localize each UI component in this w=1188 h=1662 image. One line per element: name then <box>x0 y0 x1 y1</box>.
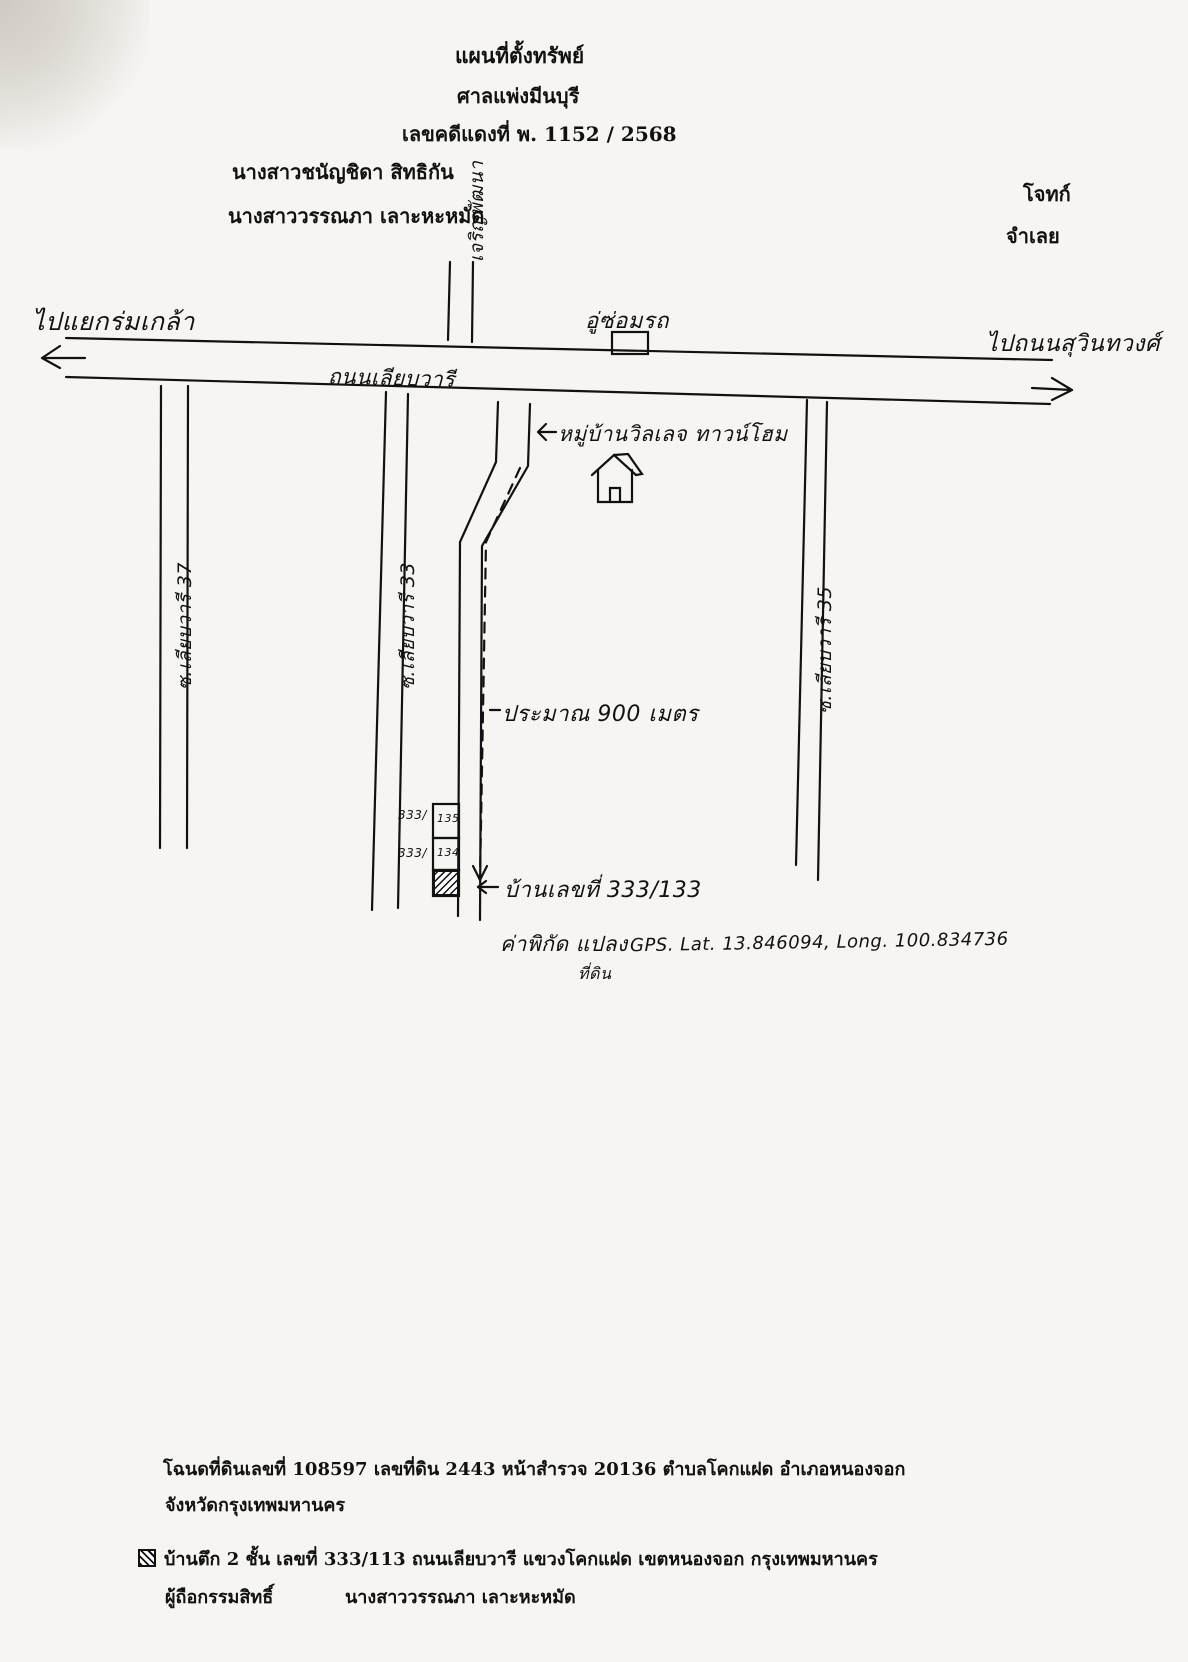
unit-135-prefix: 333/ <box>398 808 427 822</box>
label-village: หมู่บ้านวิลเลจ ทาวน์โฮม <box>558 422 788 446</box>
court-name: ศาลแพ่งมีนบุรี <box>457 84 580 108</box>
defendant-name: นางสาววรรณภา เลาะหะหมัด <box>228 204 485 228</box>
unit-134-number: 134 <box>437 846 460 859</box>
arrow-left-icon <box>40 344 87 370</box>
unit-135-number: 135 <box>437 812 460 825</box>
defendant-role: จำเลย <box>1006 224 1060 248</box>
owner-name: นางสาววรรณภา เลาะหะหมัด <box>345 1587 576 1608</box>
house-icon <box>590 452 644 504</box>
label-distance: ประมาณ 900 เมตร <box>502 702 699 727</box>
label-soi-37: ซ.เลียบวารี 37 <box>174 561 196 690</box>
soi-37-right <box>185 384 190 850</box>
village-pointer-icon <box>536 422 558 442</box>
soi-33-left <box>370 390 388 912</box>
opposite-soi-right-edge <box>470 260 475 344</box>
label-coords-suffix: ที่ดิน <box>578 964 612 983</box>
garage-icon <box>610 330 650 356</box>
label-garage: อู่ซ่อมรถ <box>585 309 669 334</box>
soi-33-right <box>396 392 410 910</box>
opposite-soi-left-edge <box>446 260 452 342</box>
soi-35-left <box>794 398 809 867</box>
arrow-right-icon <box>1030 376 1074 402</box>
label-opposite-soi: เจริญพัฒนา <box>466 160 488 262</box>
route-path <box>478 466 522 882</box>
property-text: บ้านตึก 2 ชั้น เลขที่ 333/113 ถนนเลียบวา… <box>164 1549 878 1570</box>
label-to-left: ไปแยกร่มเกล้า <box>32 307 195 336</box>
deed-line-2: จังหวัดกรุงเทพมหานคร <box>165 1495 346 1516</box>
label-to-right: ไปถนนสุวินทวงศ์ <box>986 331 1161 357</box>
soi-35-right <box>816 400 829 882</box>
label-soi-35: ซ.เลียบวารี 35 <box>814 585 836 714</box>
deed-line-1: โฉนดที่ดินเลขที่ 108597 เลขที่ดิน 2443 ห… <box>163 1459 906 1480</box>
label-main-road: ถนนเลียบวารี <box>327 364 456 392</box>
plaintiff-name: นางสาวชนัญชิดา สิทธิกัน <box>232 160 454 184</box>
paper-shadow <box>0 0 150 150</box>
property-line: บ้านตึก 2 ชั้น เลขที่ 333/113 ถนนเลียบวา… <box>138 1544 878 1573</box>
label-coords-prefix: ค่าพิกัด แปลง <box>500 932 628 956</box>
soi-37-left <box>158 384 163 850</box>
case-number: เลขคดีแดงที่ พ. 1152 / 2568 <box>402 122 677 146</box>
village-road-left <box>456 400 500 918</box>
house-pointer-icon <box>476 879 500 895</box>
label-soi-33: ซ.เลียบวารี 33 <box>397 561 419 690</box>
main-road-top-edge <box>64 336 1054 362</box>
owner-label: ผู้ถือกรรมสิทธิ์ <box>165 1587 274 1608</box>
plaintiff-role: โจทก์ <box>1023 182 1071 206</box>
unit-134-prefix: 333/ <box>398 846 427 860</box>
location-map <box>40 260 1074 922</box>
map-title: แผนที่ตั้งทรัพย์ <box>455 43 585 68</box>
hatched-legend-icon <box>138 1549 156 1567</box>
main-road-bottom-edge <box>64 375 1052 406</box>
village-road-right <box>478 402 532 922</box>
route-arrow-icon <box>471 864 489 882</box>
label-house-target: บ้านเลขที่ 333/133 <box>504 878 702 903</box>
target-unit-hatch <box>433 870 459 896</box>
